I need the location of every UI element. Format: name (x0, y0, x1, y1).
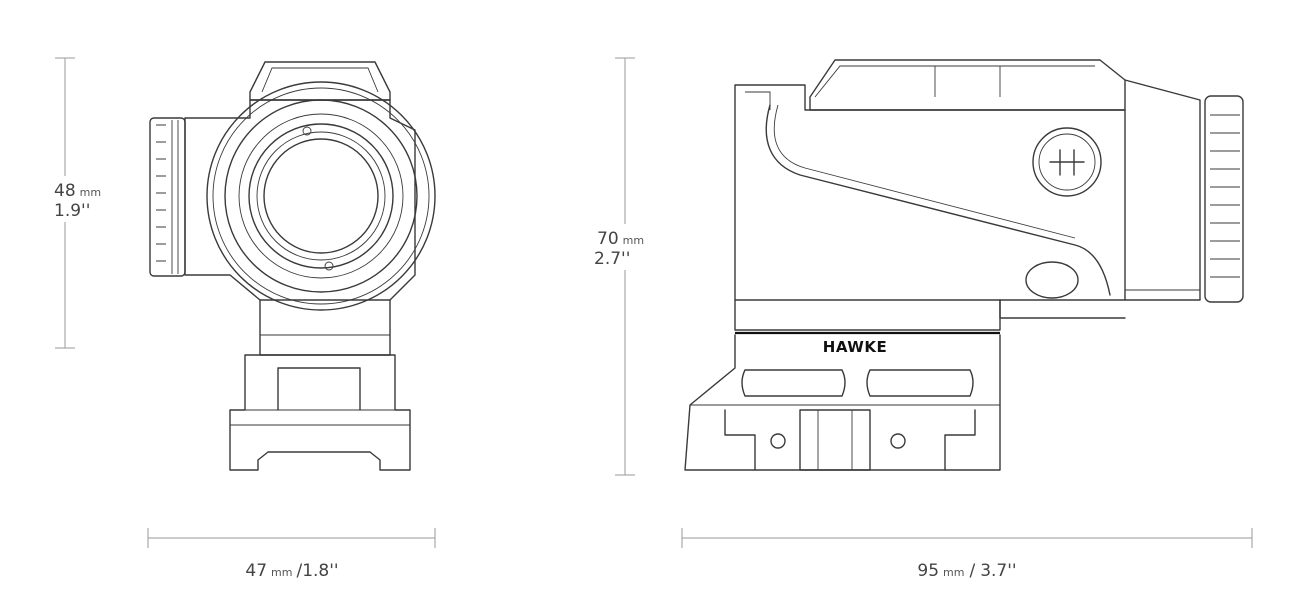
side-view-drawing: HAWKE (684, 59, 1244, 471)
front-objective-lens (206, 81, 436, 311)
hawke-logo: HAWKE (823, 338, 887, 356)
front-picatinny-mount (229, 354, 411, 471)
front-width-dimension-line (147, 528, 436, 548)
svg-text:2.7'': 2.7'' (594, 249, 630, 269)
side-picatinny-mount (684, 334, 1001, 471)
side-length-dimension-line (681, 528, 1253, 548)
side-brand-badge (1032, 127, 1102, 197)
svg-text:1.9'': 1.9'' (54, 201, 90, 221)
front-turret-knob (149, 117, 186, 277)
side-adjustment-knob (1025, 261, 1079, 299)
side-eyepiece-knurl (1204, 95, 1244, 303)
front-view-drawing (149, 61, 436, 471)
